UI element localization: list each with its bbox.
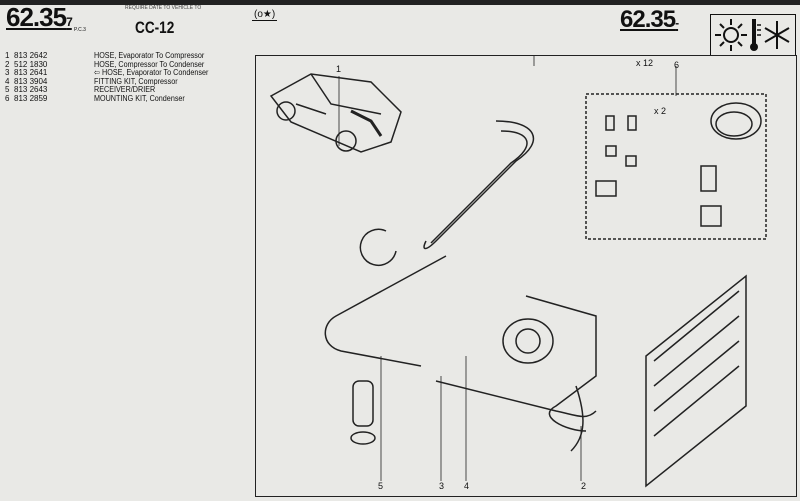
condenser [645, 274, 747, 488]
callout-6: 6 [674, 60, 680, 70]
kit-qty-label: x 12 [636, 58, 654, 68]
page-number-left: 62.357 [6, 2, 73, 32]
callout-2: 2 [581, 481, 587, 491]
callout-4: 4 [464, 481, 470, 491]
callout-lines [338, 56, 677, 481]
page-number-right: 62.35- [620, 6, 679, 33]
diagram-frame: x 12 x 2 1 2 3 4 5 6 [255, 55, 797, 497]
sun-icon [715, 19, 747, 51]
thermometer-icon [750, 19, 761, 51]
top-border [0, 0, 800, 5]
callout-1: 1 [336, 64, 342, 74]
compressor [502, 318, 554, 364]
page-sub: P.C.3 [74, 27, 86, 33]
callout-5: 5 [378, 481, 384, 491]
callout-3: 3 [439, 481, 445, 491]
hoses [324, 120, 597, 452]
kit-parts [595, 102, 762, 227]
o-ring [359, 228, 397, 267]
climate-icon-box [710, 14, 796, 56]
badge: (o★) [252, 9, 278, 21]
kit-qty-label: x 2 [654, 106, 667, 116]
car-illustration [269, 73, 402, 153]
header-note: REQUIRE DATE TO VEHICLE TO [125, 5, 202, 11]
section-code: CC-12 [135, 18, 175, 37]
arrow-marker: ⇦ [94, 68, 101, 78]
receiver-drier [350, 380, 376, 445]
snowflake-icon [764, 21, 790, 49]
